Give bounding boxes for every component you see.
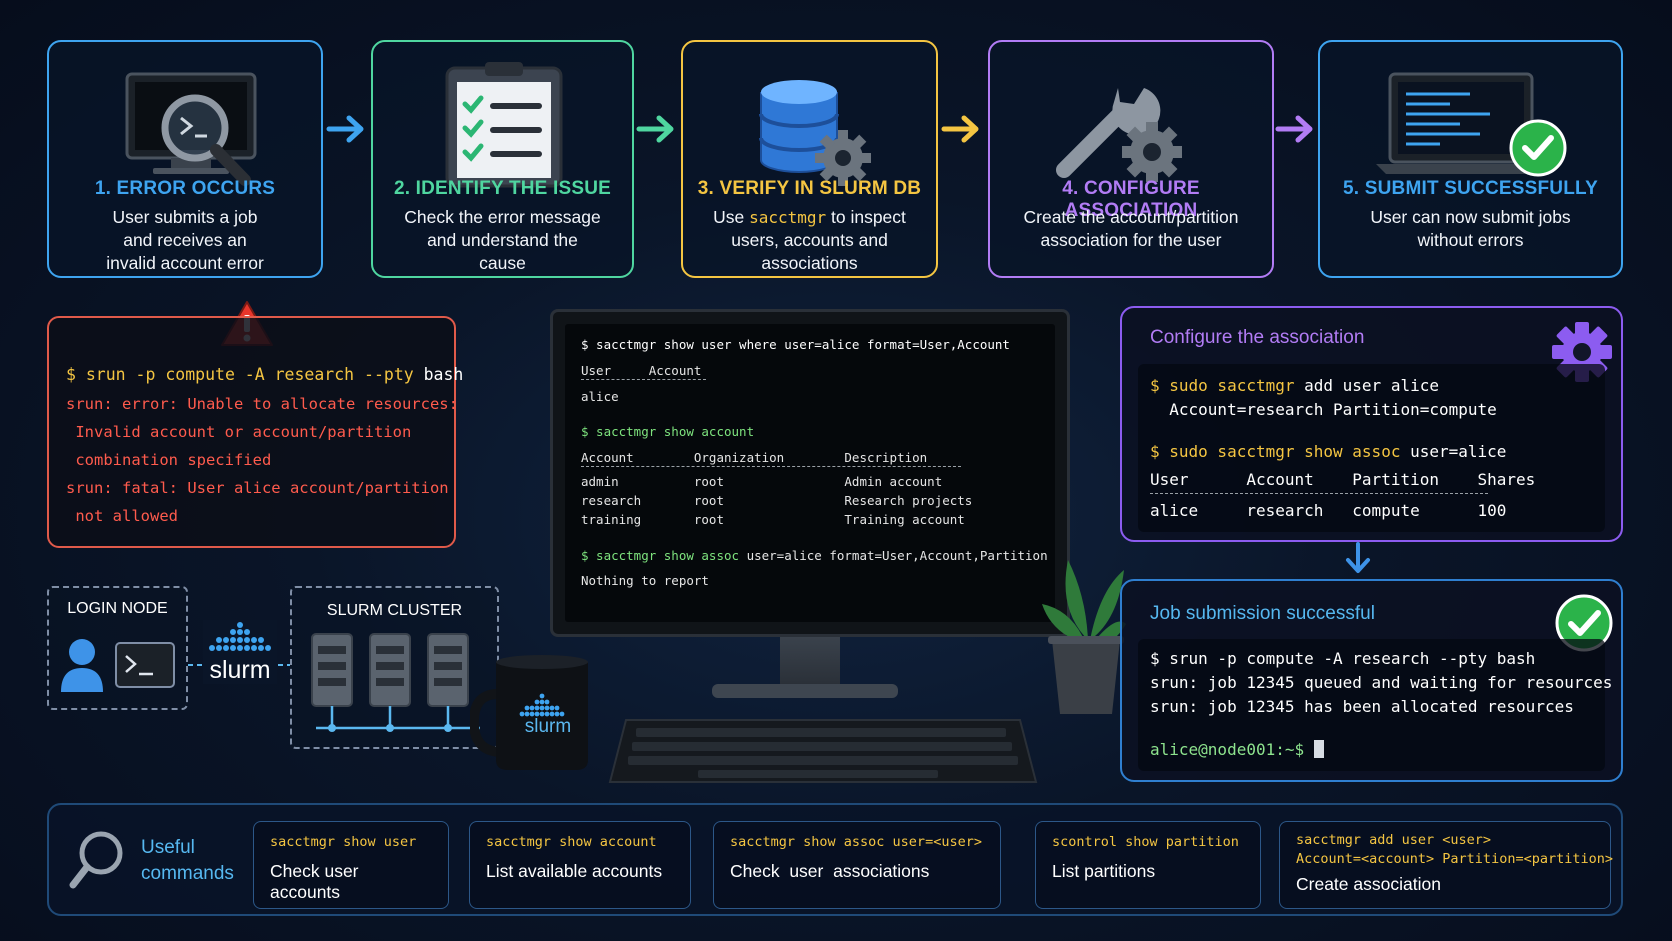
step-card-error-occurs: 1. ERROR OCCURS User submits a job and r… <box>47 40 323 278</box>
arrow-down-icon <box>1346 542 1370 573</box>
command-card[interactable]: sacctmgr show user Check user accounts <box>253 821 449 909</box>
command-card[interactable]: sacctmgr add user <user> Account=<accoun… <box>1279 821 1613 909</box>
terminal-magnifier-icon <box>125 72 257 186</box>
terminal-command: $ sudo sacctmgr show assoc user=alice <box>1150 442 1507 461</box>
step-title: 1. ERROR OCCURS <box>94 178 276 199</box>
panel-title: Job submission successful <box>1150 603 1375 624</box>
error-line: not allowed <box>66 507 178 525</box>
table-row: training root Training account <box>581 512 965 527</box>
database-gear-icon <box>759 80 871 186</box>
plant-decoration <box>1042 560 1126 714</box>
command-text: sacctmgr show user <box>270 834 417 850</box>
monitor-stand <box>780 637 840 685</box>
command-text: sacctmgr show account <box>486 834 657 850</box>
command-description: List partitions <box>1052 861 1156 881</box>
slurm-logo: slurm <box>203 620 277 684</box>
useful-commands-bar: Useful commands sacctmgr show user Check… <box>47 803 1623 916</box>
command-card[interactable]: scontrol show partition List partitions <box>1035 821 1261 909</box>
slurm-logo-text: slurm <box>209 656 271 684</box>
terminal-icon <box>115 642 175 688</box>
command-description: Create association <box>1296 874 1441 894</box>
magnifier-icon <box>69 831 123 889</box>
terminal-command: $ sacctmgr show user where user=alice fo… <box>581 337 1010 352</box>
cursor <box>1313 740 1324 758</box>
step-title: 2. IDENTIFY THE ISSUE <box>393 178 612 199</box>
gear-icon <box>1552 322 1612 382</box>
arrow-right-icon <box>1275 115 1313 143</box>
configure-association-panel: Configure the association $ sudo sacctmg… <box>1120 306 1623 542</box>
step-description: Use sacctmgr to inspect users, accounts … <box>713 207 906 273</box>
login-node-label: LOGIN NODE <box>67 600 168 617</box>
terminal-command: $ sacctmgr show assoc user=alice format=… <box>581 548 1048 563</box>
shell-prompt: alice@node001:~$ <box>1150 738 1593 762</box>
wrench-gear-icon <box>1056 88 1182 182</box>
command-text: sacctmgr add user <user> Account=<accoun… <box>1296 832 1613 867</box>
error-line: srun: fatal: User alice account/partitio… <box>66 479 449 497</box>
slurm-dots-icon <box>209 622 271 651</box>
table-header: Account Organization Description <box>581 450 928 465</box>
monitor-base <box>712 684 898 698</box>
success-code-block: $ srun -p compute -A research --pty bash… <box>1138 639 1613 771</box>
terminal-output: Nothing to report <box>581 573 709 588</box>
terminal-output: srun: job 12345 has been allocated resou… <box>1150 697 1574 716</box>
server-rack-icons <box>311 633 480 732</box>
step-card-submit-successfully: 5. SUBMIT SUCCESSFULLY User can now subm… <box>1318 40 1623 278</box>
monitor: $ sacctmgr show user where user=alice fo… <box>550 309 1070 637</box>
config-code-block: $ sudo sacctmgr add user alice Account=r… <box>1138 364 1605 532</box>
checklist-clipboard-icon <box>445 62 563 188</box>
error-output-panel: $ srun -p compute -A research --pty bash… <box>47 316 464 548</box>
arrow-right-icon <box>636 115 674 143</box>
user-icon <box>61 639 103 692</box>
terminal-output: srun: job 12345 queued and waiting for r… <box>1150 673 1613 692</box>
command-card[interactable]: sacctmgr show account List available acc… <box>469 821 691 909</box>
command-description: Check user associations <box>730 861 930 881</box>
step-card-identify-issue: 2. IDENTIFY THE ISSUE Check the error me… <box>371 40 634 278</box>
step-card-verify-slurm-db: 3. VERIFY IN SLURM DB Use sacctmgr to in… <box>681 40 938 278</box>
table-row: alice <box>581 389 619 404</box>
table-header: User Account Partition Shares <box>1150 470 1536 489</box>
step-title: 3. VERIFY IN SLURM DB <box>697 178 922 199</box>
step-description: Check the error message and understand t… <box>404 207 601 273</box>
table-row: alice research compute 100 <box>1150 501 1507 520</box>
error-line: Invalid account or account/partition <box>66 423 412 441</box>
step-description: User can now submit jobs without errors <box>1370 207 1571 250</box>
srun-command: $ srun -p compute -A research --pty bash <box>66 365 464 384</box>
error-line: srun: error: Unable to allocate resource… <box>66 395 458 413</box>
error-line: combination specified <box>66 451 272 469</box>
table-row: research root Research projects <box>581 493 973 508</box>
sacctmgr-highlight: sacctmgr <box>749 208 827 227</box>
command-card[interactable]: sacctmgr show assoc user=<user> Check us… <box>713 821 1001 909</box>
arrow-right-icon <box>941 115 979 143</box>
slurm-cluster-box: SLURM CLUSTER <box>290 586 499 749</box>
table-header: User Account <box>581 363 702 378</box>
step-description: Create the account/partition association… <box>1023 207 1239 250</box>
slurm-mug <box>470 655 588 770</box>
step-title: 5. SUBMIT SUCCESSFULLY <box>1343 178 1598 199</box>
laptop-check-icon <box>1376 72 1567 177</box>
command-text: scontrol show partition <box>1052 834 1239 850</box>
terminal-command: $ sudo sacctmgr add user alice <box>1150 376 1439 395</box>
mug-logo-text: slurm <box>524 716 572 737</box>
terminal-command-continued: Account=research Partition=compute <box>1150 400 1497 419</box>
panel-title: Configure the association <box>1150 327 1365 348</box>
command-description: Check user accounts <box>270 861 359 902</box>
table-row: admin root Admin account <box>581 474 943 489</box>
terminal-command: $ sacctmgr show account <box>581 424 755 439</box>
command-description: List available accounts <box>486 861 663 881</box>
job-success-panel: Job submission successful $ srun -p comp… <box>1120 579 1623 782</box>
step-card-configure-association: 4. CONFIGURE ASSOCIATION Create the acco… <box>988 40 1274 278</box>
terminal-command: $ srun -p compute -A research --pty bash <box>1150 649 1536 668</box>
useful-commands-label: Useful commands <box>141 837 234 884</box>
step-title: 4. CONFIGURE ASSOCIATION <box>1062 178 1200 221</box>
monitor-terminal-screen: $ sacctmgr show user where user=alice fo… <box>565 324 1055 622</box>
login-node-box: LOGIN NODE <box>47 586 188 710</box>
command-text: sacctmgr show assoc user=<user> <box>730 834 982 850</box>
step-description: User submits a job and receives an inval… <box>106 207 264 273</box>
slurm-cluster-label: SLURM CLUSTER <box>326 602 463 619</box>
arrow-right-icon <box>326 115 364 143</box>
keyboard <box>608 719 1038 783</box>
